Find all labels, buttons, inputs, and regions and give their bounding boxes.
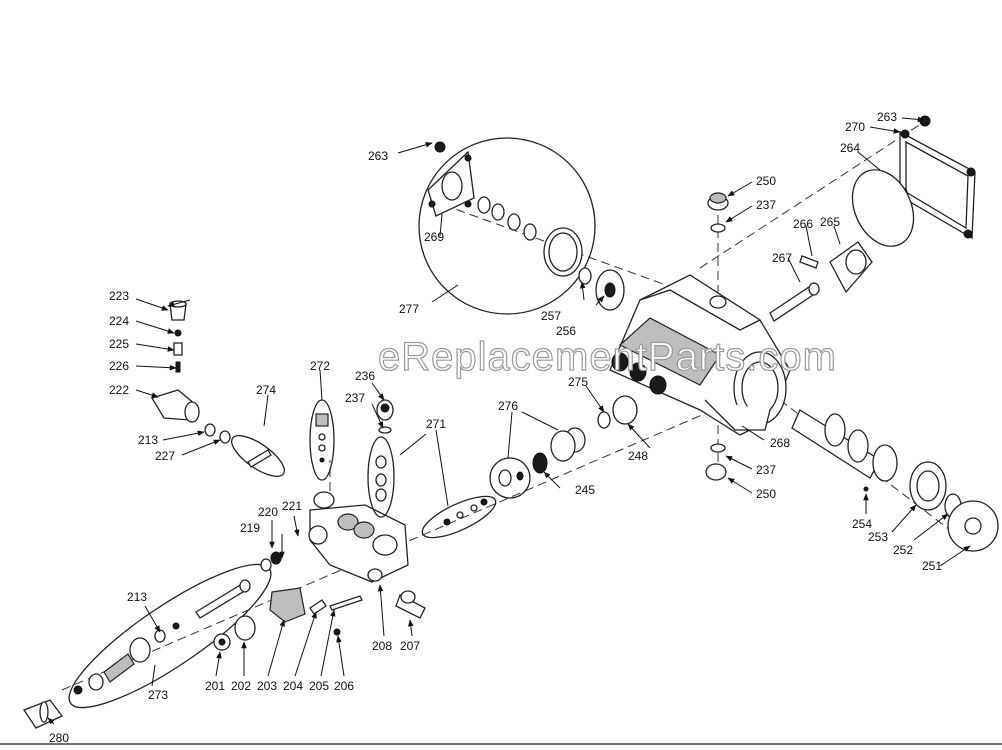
- label-273: 273: [148, 688, 168, 702]
- label-237-mid: 237: [345, 391, 365, 405]
- label-248: 248: [628, 449, 648, 463]
- label-219: 219: [240, 521, 260, 535]
- label-275: 275: [568, 375, 588, 389]
- oil-caps: [705, 192, 729, 481]
- label-206: 206: [334, 679, 354, 693]
- label-276: 276: [498, 399, 518, 413]
- label-207: 207: [400, 639, 420, 653]
- label-237-top: 237: [756, 198, 776, 212]
- label-222: 222: [109, 383, 129, 397]
- label-265: 265: [820, 215, 840, 229]
- label-223: 223: [109, 289, 129, 303]
- mid-seals: [489, 267, 638, 499]
- label-250-bottom: 250: [756, 487, 776, 501]
- label-225: 225: [109, 337, 129, 351]
- label-270: 270: [845, 120, 865, 134]
- label-252: 252: [893, 543, 913, 557]
- label-267: 267: [772, 251, 792, 265]
- label-264: 264: [840, 141, 860, 155]
- label-202: 202: [231, 679, 251, 693]
- label-268: 268: [770, 436, 790, 450]
- label-280: 280: [49, 731, 69, 745]
- label-257: 257: [541, 309, 561, 323]
- unloader-parts: [151, 300, 231, 444]
- label-224: 224: [109, 314, 129, 328]
- label-266: 266: [793, 217, 813, 231]
- label-269: 269: [424, 230, 444, 244]
- crankshaft-assembly: [791, 409, 999, 552]
- label-271: 271: [426, 417, 446, 431]
- manifold: [308, 491, 426, 619]
- label-204: 204: [283, 679, 303, 693]
- label-203: 203: [257, 679, 277, 693]
- pump-housing: [609, 274, 791, 436]
- rod-parts: [769, 241, 873, 322]
- rear-cover: [851, 115, 976, 247]
- leader-lines: [47, 116, 971, 725]
- watermark-text: eReplacementParts.com: [378, 335, 837, 379]
- label-277: 277: [399, 302, 419, 316]
- label-253: 253: [868, 530, 888, 544]
- label-254: 254: [852, 517, 872, 531]
- label-274: 274: [256, 383, 276, 397]
- label-220: 220: [258, 505, 278, 519]
- label-213-upper: 213: [138, 433, 158, 447]
- label-250-top: 250: [756, 174, 776, 188]
- label-205: 205: [309, 679, 329, 693]
- label-227: 227: [155, 449, 175, 463]
- label-251: 251: [922, 559, 942, 573]
- label-263-top-left: 263: [368, 149, 388, 163]
- seal-kit-bubble: [418, 137, 596, 315]
- label-201: 201: [205, 679, 225, 693]
- label-208: 208: [372, 639, 392, 653]
- label-272: 272: [310, 359, 330, 373]
- label-221: 221: [282, 499, 302, 513]
- label-245: 245: [575, 483, 595, 497]
- label-263-top-right: 263: [877, 110, 897, 124]
- part-labels: 263 263 270 264 250 237 266 265 267 269 …: [49, 110, 942, 745]
- unloader-kit-bubble: [68, 551, 282, 709]
- label-256: 256: [556, 324, 576, 338]
- lower-parts: [23, 587, 363, 729]
- label-237-bottom: 237: [756, 463, 776, 477]
- label-236: 236: [355, 369, 375, 383]
- label-213-lower: 213: [127, 590, 147, 604]
- label-226: 226: [109, 359, 129, 373]
